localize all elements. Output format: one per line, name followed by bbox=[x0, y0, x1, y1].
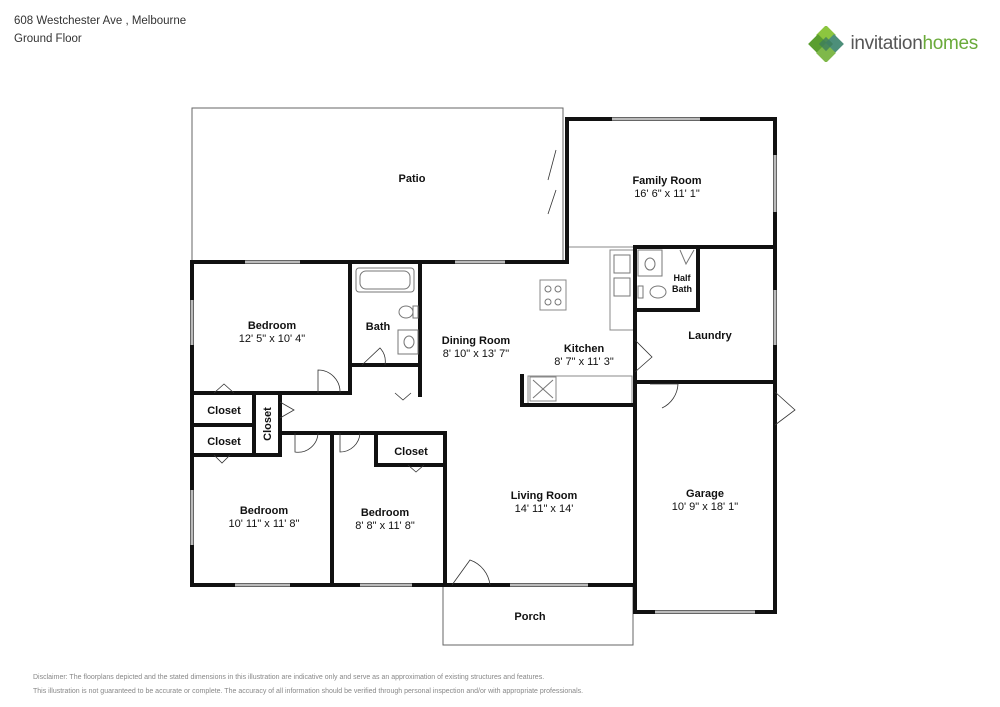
dining-room-label: Dining Room bbox=[442, 335, 511, 347]
diamond-cluster-icon bbox=[808, 26, 845, 62]
porch-area bbox=[442, 585, 634, 646]
bedroom-2-dims: 10' 11" x 11' 8" bbox=[229, 518, 300, 530]
disclaimer-line-1: Disclaimer: The floorplans depicted and … bbox=[33, 674, 545, 681]
disclaimer-line-2: This illustration is not guaranteed to b… bbox=[33, 688, 584, 695]
living-room-dims: 14' 11" x 14' bbox=[515, 503, 574, 515]
garage-label: Garage bbox=[686, 488, 724, 500]
property-address: 608 Westchester Ave , Melbourne bbox=[14, 15, 187, 27]
floor-label: Ground Floor bbox=[14, 33, 82, 45]
living-room-label: Living Room bbox=[511, 490, 578, 502]
closet-1-label: Closet bbox=[207, 405, 241, 417]
kitchen-dims: 8' 7" x 11' 3" bbox=[554, 356, 614, 368]
patio-label: Patio bbox=[399, 173, 426, 185]
bath-label: Bath bbox=[366, 321, 391, 333]
patio-area bbox=[191, 107, 564, 262]
garage-dims: 10' 9" x 18' 1" bbox=[672, 501, 739, 513]
bedroom-1-dims: 12' 5" x 10' 4" bbox=[239, 333, 306, 345]
kitchen-label: Kitchen bbox=[564, 343, 605, 355]
closet-3-label: Closet bbox=[262, 407, 274, 441]
doors bbox=[213, 149, 796, 586]
bedroom-3-dims: 8' 8" x 11' 8" bbox=[355, 520, 415, 532]
brand-logo: invitationhomes bbox=[808, 26, 978, 62]
half-bath-label-line2: Bath bbox=[672, 284, 692, 294]
brand-wordmark: invitationhomes bbox=[850, 33, 978, 54]
bedroom-1-label: Bedroom bbox=[248, 320, 297, 332]
windows bbox=[190, 117, 777, 614]
dining-room-dims: 8' 10" x 13' 7" bbox=[443, 348, 510, 360]
family-room-dims: 16' 6" x 11' 1" bbox=[634, 188, 700, 200]
bedroom-2-label: Bedroom bbox=[240, 505, 289, 517]
closet-2-label: Closet bbox=[207, 436, 241, 448]
half-bath-label-line1: Half bbox=[673, 273, 691, 283]
family-room-label: Family Room bbox=[632, 175, 701, 187]
laundry-label: Laundry bbox=[688, 330, 732, 342]
porch-label: Porch bbox=[514, 611, 545, 623]
bedroom-3-label: Bedroom bbox=[361, 507, 410, 519]
fixtures bbox=[355, 249, 695, 399]
closet-4-label: Closet bbox=[394, 446, 428, 458]
